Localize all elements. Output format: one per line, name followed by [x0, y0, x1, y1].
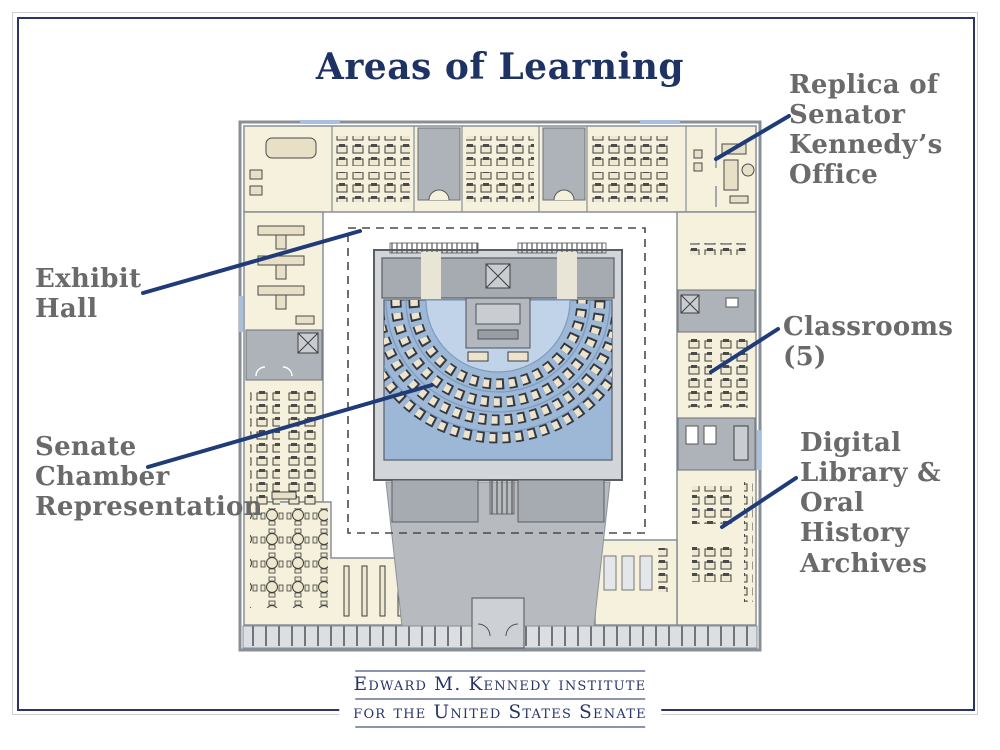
stair-core	[417, 127, 461, 201]
label-classrooms: Classrooms (5)	[783, 312, 954, 373]
exhibit-hall-room	[257, 225, 315, 325]
leader-line-digital-library	[720, 476, 798, 529]
logo-rule-bottom	[355, 726, 645, 728]
stair-core	[542, 127, 586, 201]
label-exhibit-hall: Exhibit Hall	[35, 264, 142, 325]
logo-line-2: for the United States Senate	[353, 702, 647, 723]
page-title: Areas of Learning	[315, 46, 685, 88]
leader-line-kennedy-office	[714, 114, 791, 161]
logo-rule-top	[355, 670, 645, 672]
leader-line-classrooms	[709, 327, 780, 374]
left-restrooms	[245, 329, 323, 381]
right-restrooms	[677, 417, 756, 471]
leader-line-exhibit-hall	[141, 229, 362, 295]
logo-line-1: Edward M. Kennedy institute	[353, 674, 647, 695]
right-rooms	[677, 243, 756, 333]
label-senate-chamber: Senate Chamber Representation	[35, 432, 263, 523]
leader-line-senate-chamber	[146, 383, 434, 469]
institute-logo: Edward M. Kennedy institute for the Unit…	[339, 664, 661, 732]
senator-desk-rows	[384, 300, 612, 444]
label-digital-library: Digital Library & Oral History Archives	[800, 428, 941, 579]
label-kennedy-office: Replica of Senator Kennedy’s Office	[789, 70, 943, 191]
left-classroom	[250, 388, 318, 506]
dashed-boundary	[347, 227, 646, 534]
conference-room	[249, 137, 317, 196]
rostrum	[465, 297, 531, 362]
senate-chamber	[373, 242, 623, 523]
digital-library-room	[692, 482, 753, 602]
locker-room	[603, 548, 672, 592]
top-classrooms	[249, 126, 687, 212]
logo-rule-middle	[355, 698, 645, 700]
leader-lines	[141, 114, 798, 529]
